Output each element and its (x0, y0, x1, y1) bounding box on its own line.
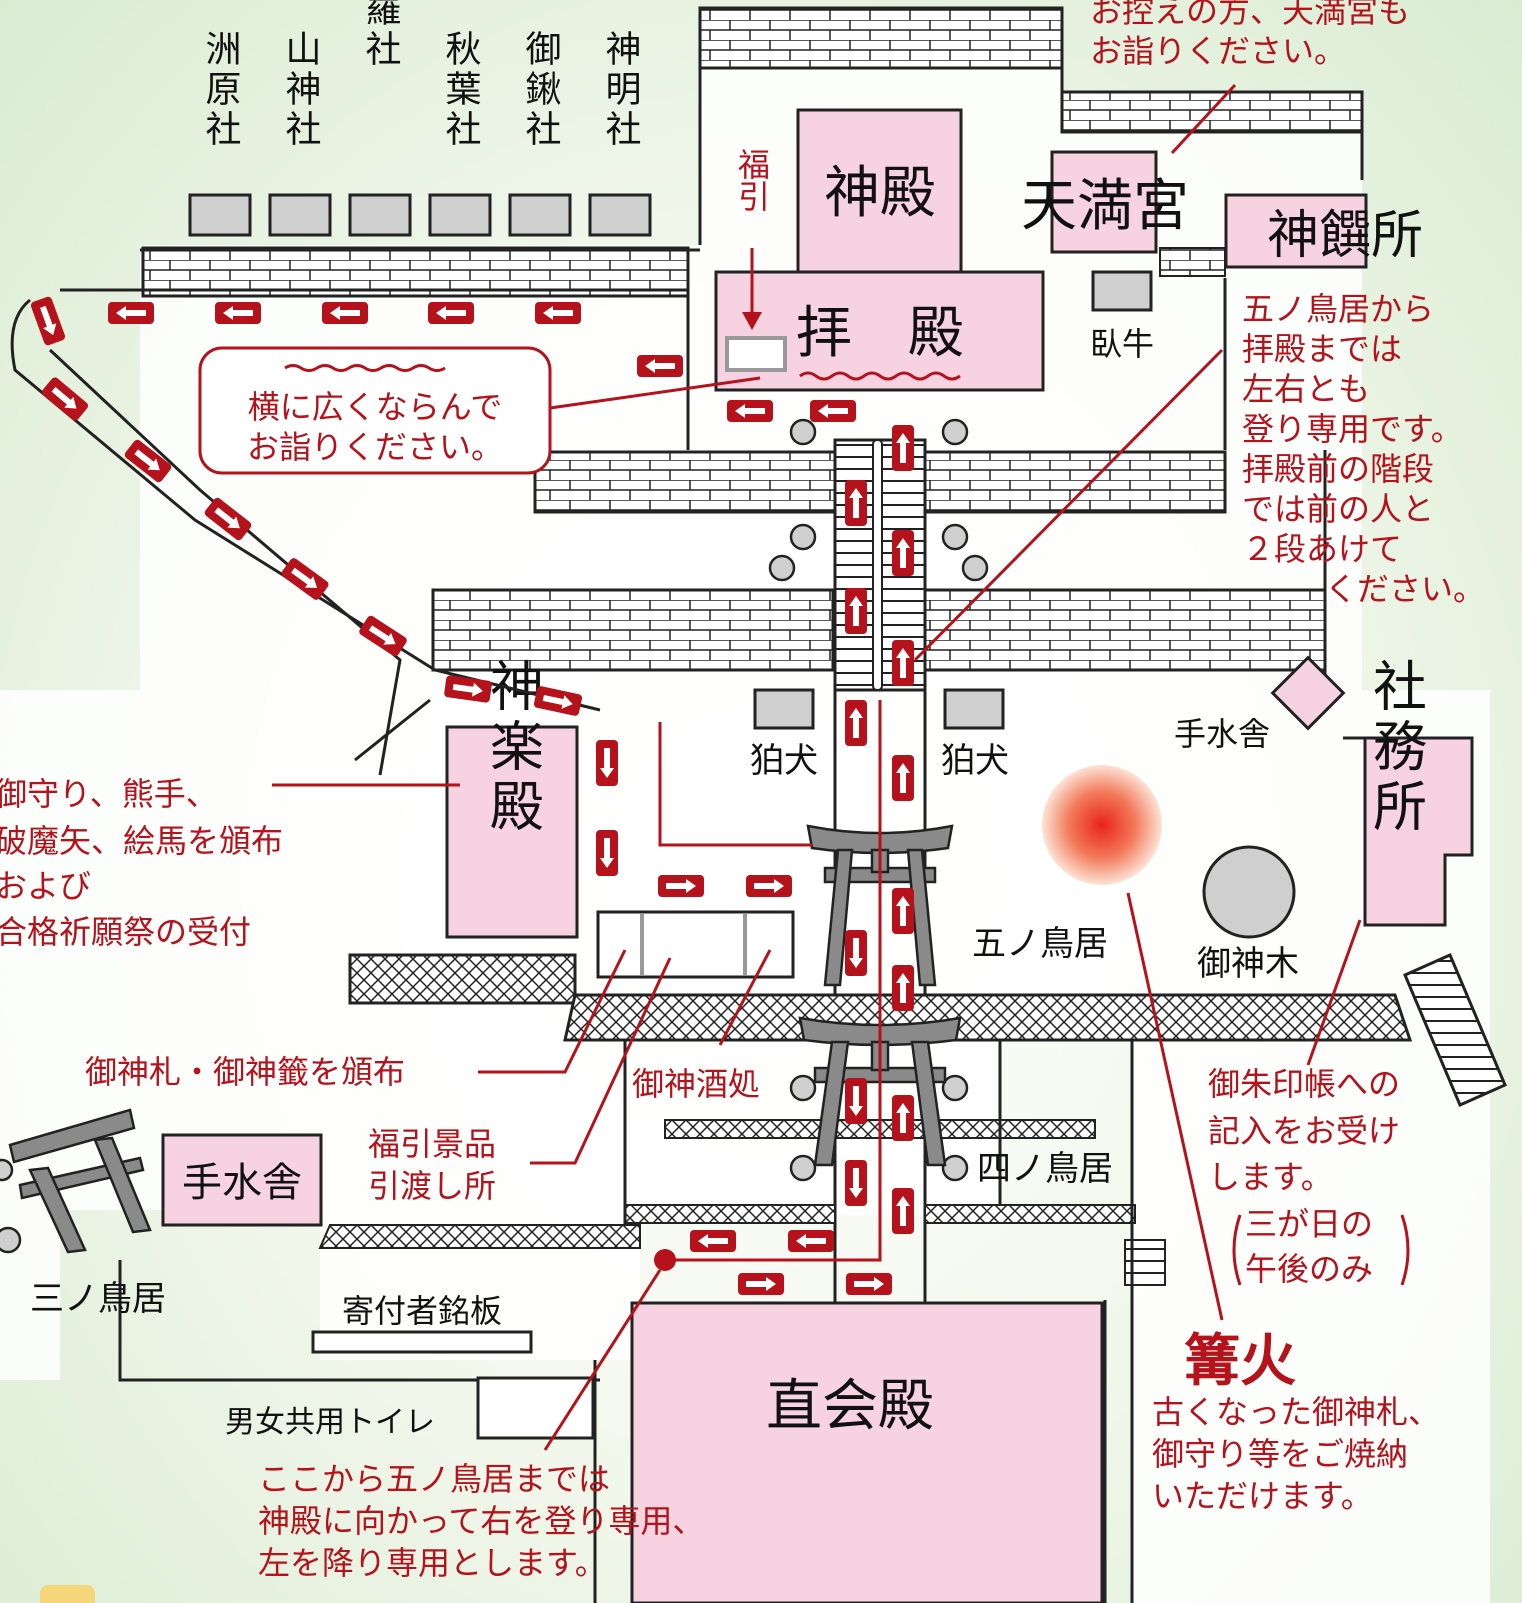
svg-text:御守り、熊手、: 御守り、熊手、 (0, 775, 218, 813)
svg-text:２段あけて: ２段あけて (1242, 530, 1402, 568)
shrine-label-5: 御鍬社 (520, 30, 562, 150)
toilet-box (476, 1376, 595, 1440)
shrine-label-6: 神明社 (600, 30, 642, 150)
svg-text:合格祈願祭の受付: 合格祈願祭の受付 (0, 913, 251, 951)
kaguraden-building (445, 725, 579, 939)
note-line-up-1: 横に広くならんで (248, 388, 502, 426)
naorai-building (630, 1301, 1104, 1603)
svg-text:左右とも: 左右とも (1242, 370, 1370, 408)
svg-text:左を降り専用とします。: 左を降り専用とします。 (258, 1544, 607, 1582)
tenmangu-building (1050, 150, 1158, 254)
shrine-box-2 (268, 193, 332, 237)
corner-badge (40, 1585, 95, 1603)
note-goshuin: 御朱印帳への 記入をお受け します。 三が日の 午後のみ (1208, 1065, 1400, 1288)
shrine-labels: 洲原社 山神社 金刀比羅社 秋葉社 御鍬社 神明社 (200, 0, 642, 150)
note-ofuda: 御神札・御神籤を頒布 (85, 1053, 405, 1091)
svg-text:いただけます。: いただけます。 (1152, 1477, 1373, 1515)
temizuya-left-label: 手水舎 (182, 1160, 302, 1206)
route-start-dot (654, 1249, 676, 1271)
gagyu-label: 臥牛 (1090, 325, 1154, 363)
shinsenjo-building (1224, 193, 1368, 269)
shamusho-label: 社務所 (1364, 658, 1427, 838)
svg-text:ここから五ノ鳥居までは: ここから五ノ鳥居までは (258, 1460, 610, 1498)
svg-text:登り専用です。: 登り専用です。 (1242, 410, 1463, 448)
goshinboku-tree (1202, 845, 1296, 939)
svg-text:古くなった御神札、: 古くなった御神札、 (1152, 1393, 1440, 1431)
svg-text:破魔矢、絵馬を頒布: 破魔矢、絵馬を頒布 (0, 822, 283, 860)
shrine-box-4 (428, 193, 492, 237)
tenmangu-label: 天満宮 (1021, 174, 1189, 239)
note-tenmangu-2: お詣りください。 (1090, 32, 1346, 70)
route-arrows (30, 296, 914, 1295)
svg-text:します。: します。 (1208, 1158, 1333, 1196)
kifu-label: 寄付者銘板 (342, 1292, 502, 1330)
note-fukubiki-prize-1: 福引景品 (368, 1125, 496, 1163)
shrine-box-5 (508, 193, 572, 237)
svg-text:および: および (0, 867, 91, 905)
gagyu-box (1091, 270, 1153, 312)
shinsenjo-label: 神饌所 (1267, 206, 1423, 266)
svg-text:記入をお受け: 記入をお受け (1208, 1112, 1400, 1150)
note-bottom: ここから五ノ鳥居までは 神殿に向かって右を登り専用、 左を降り専用とします。 (258, 1460, 704, 1582)
svg-text:御守り等をご焼納: 御守り等をご焼納 (1152, 1435, 1408, 1473)
shrine-label-3: 金刀比羅社 (360, 0, 402, 70)
shrine-box-6 (588, 193, 652, 237)
fukubiki-box (725, 336, 787, 372)
ofuda-stall (596, 910, 795, 979)
svg-text:午後のみ: 午後のみ (1245, 1250, 1373, 1288)
komainu-left-box (753, 688, 815, 730)
shrine-box-3 (348, 193, 412, 237)
komainu-right-box (943, 688, 1005, 730)
svg-text:神殿に向かって右を登り専用、: 神殿に向かって右を登り専用、 (258, 1502, 704, 1540)
callout-line-up (198, 346, 552, 475)
svg-text:御朱印帳への: 御朱印帳への (1208, 1065, 1400, 1103)
shrine-box-1 (188, 193, 252, 237)
note-kagaribi-title: 篝火 (1184, 1329, 1296, 1394)
note-omamori: 御守り、熊手、 破魔矢、絵馬を頒布 および 合格祈願祭の受付 (0, 775, 283, 951)
svg-text:拝殿前の階段: 拝殿前の階段 (1242, 450, 1434, 488)
temizuya-right-building (1270, 655, 1346, 731)
kagaribi-fire (1042, 765, 1162, 885)
torii-yon-label: 四ノ鳥居 (977, 1149, 1113, 1189)
toilet-label: 男女共用トイレ (225, 1405, 435, 1440)
temizuya-left-building (161, 1133, 323, 1227)
fukubiki-label: 福引 (733, 148, 771, 212)
shrine-label-1: 洲原社 (200, 30, 242, 150)
note-tenmangu-1: お控えの方、天満宮も (1090, 0, 1410, 30)
torii-san (8, 1108, 152, 1254)
note-fukubiki-prize-2: 引渡し所 (368, 1167, 496, 1205)
kifu-board (311, 1330, 533, 1354)
torii-go-label: 五ノ鳥居 (972, 924, 1108, 964)
komainu-right-label: 狛犬 (941, 741, 1009, 781)
lanterns (0, 418, 989, 1254)
note-stairs: 五ノ鳥居から 拝殿までは 左右とも 登り専用です。 拝殿前の階段 では前の人と … (1242, 290, 1485, 608)
svg-text:ください。: ください。 (1325, 570, 1485, 608)
naorai-label: 直会殿 (766, 1374, 934, 1439)
torii-san-label: 三ノ鳥居 (30, 1279, 166, 1319)
komainu-left-label: 狛犬 (750, 741, 818, 781)
note-omiki: 御神酒処 (632, 1065, 760, 1103)
temizuya-right-label: 手水舎 (1174, 715, 1270, 753)
svg-text:では前の人と: では前の人と (1242, 490, 1434, 528)
note-line-up-2: お詣りください。 (247, 428, 503, 466)
haiden-label: 拝 殿 (796, 301, 964, 366)
svg-text:五ノ鳥居から: 五ノ鳥居から (1242, 290, 1434, 328)
note-kagaribi: 古くなった御神札、 御守り等をご焼納 いただけます。 (1152, 1393, 1440, 1515)
shamusho-building (1343, 736, 1474, 927)
shinden-label: 神殿 (824, 161, 936, 226)
svg-text:拝殿までは: 拝殿までは (1242, 330, 1402, 368)
svg-text:三が日の: 三が日の (1245, 1205, 1373, 1243)
goshinboku-label: 御神木 (1197, 944, 1299, 984)
shrine-label-2: 山神社 (280, 30, 322, 150)
wavy-line-haiden (799, 371, 961, 381)
shrine-label-4: 秋葉社 (440, 30, 482, 150)
